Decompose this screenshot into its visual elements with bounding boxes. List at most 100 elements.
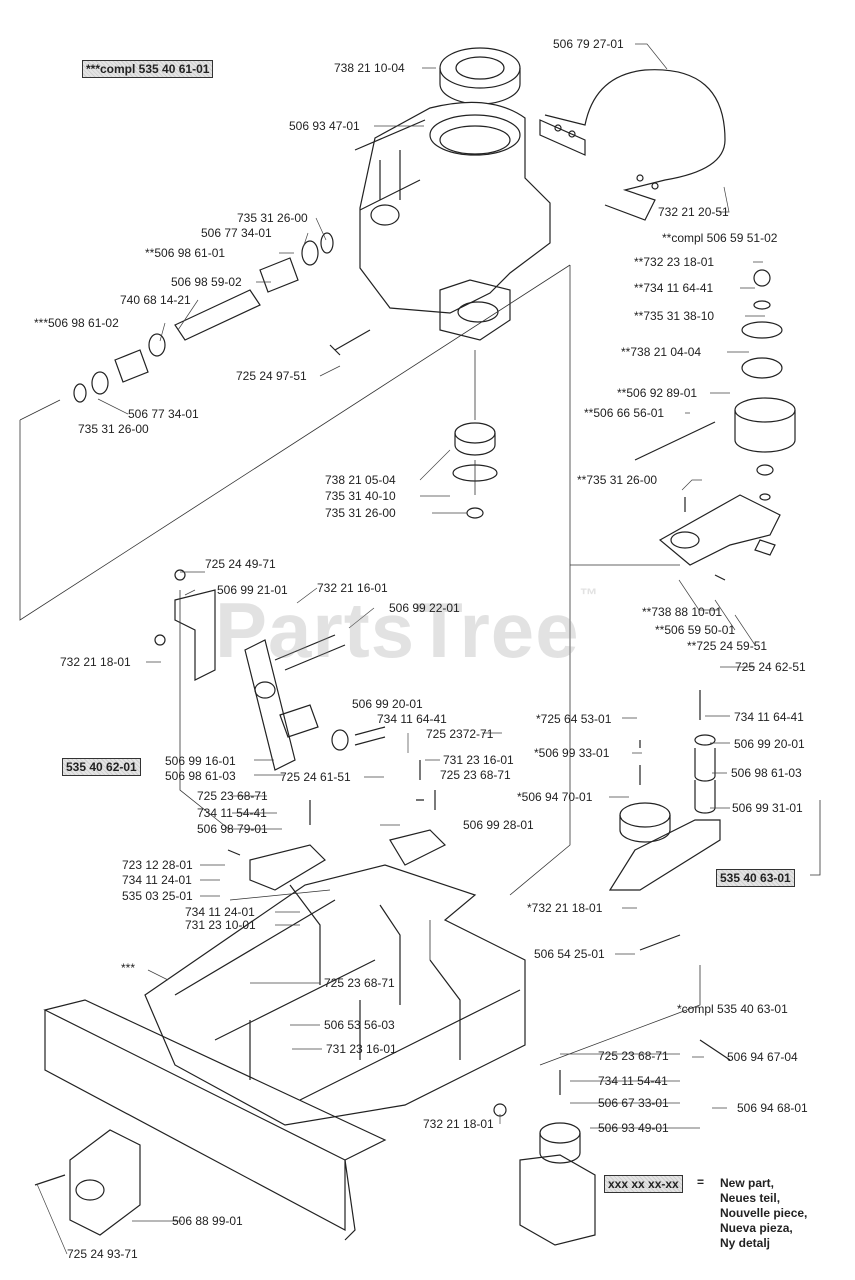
legend-equals: = xyxy=(697,1175,705,1189)
part-label: 506 67 33-01 xyxy=(598,1096,669,1110)
part-label: *506 99 33-01 xyxy=(534,746,610,760)
bumper-part xyxy=(43,999,387,1241)
part-label: 725 23 68-71 xyxy=(598,1049,669,1063)
part-label: 506 93 47-01 xyxy=(289,119,360,133)
part-label: 735 31 26-00 xyxy=(325,506,396,520)
bearing-lower-part xyxy=(452,422,498,519)
part-label: 506 94 67-04 xyxy=(727,1050,798,1064)
guide-lines xyxy=(19,264,821,1066)
bottom-bracket-part xyxy=(34,1129,141,1236)
part-label: **506 59 50-01 xyxy=(655,623,736,637)
part-label: *506 94 70-01 xyxy=(517,790,593,804)
tank-part xyxy=(493,1039,731,1246)
part-label: 725 24 62-51 xyxy=(735,660,806,674)
part-label: 723 12 28-01 xyxy=(122,858,193,872)
part-label: 506 79 27-01 xyxy=(553,37,624,51)
part-label: 506 77 34-01 xyxy=(128,407,199,421)
part-label: 725 24 97-51 xyxy=(236,369,307,383)
part-label: 506 98 59-02 xyxy=(171,275,242,289)
part-label: **738 21 04-04 xyxy=(621,345,702,359)
right-stack-part xyxy=(634,269,796,581)
part-label: 506 98 61-03 xyxy=(165,769,236,783)
part-label: **735 31 38-10 xyxy=(634,309,715,323)
part-label: 725 24 61-51 xyxy=(280,770,351,784)
legend-line-1: New part, xyxy=(720,1176,775,1190)
legend-line-2: Neues teil, xyxy=(720,1191,781,1205)
part-label: 506 99 21-01 xyxy=(217,583,288,597)
shaft-assembly-part xyxy=(73,232,334,403)
right-plate-part xyxy=(608,690,721,951)
part-label: 731 23 10-01 xyxy=(185,918,256,932)
part-label: 506 88 99-01 xyxy=(172,1214,243,1228)
part-label: 732 21 18-01 xyxy=(60,655,131,669)
part-label: 506 99 22-01 xyxy=(389,601,460,615)
part-label: 506 94 68-01 xyxy=(737,1101,808,1115)
part-label: 740 68 14-21 xyxy=(120,293,191,307)
part-label: 506 99 28-01 xyxy=(463,818,534,832)
part-label: 738 21 05-04 xyxy=(325,473,396,487)
part-label: 734 11 54-41 xyxy=(598,1074,668,1088)
compl-box-top-left: ***compl 535 40 61-01 xyxy=(82,60,214,78)
part-label: **738 88 10-01 xyxy=(642,605,723,619)
part-label: 506 99 31-01 xyxy=(732,801,803,815)
part-label: 734 11 54-41 xyxy=(197,806,267,820)
part-label: **506 98 61-01 xyxy=(145,246,226,260)
part-label: **506 92 89-01 xyxy=(617,386,698,400)
part-label: *** xyxy=(121,961,136,975)
part-label: **732 23 18-01 xyxy=(634,255,715,269)
part-label: 506 93 49-01 xyxy=(598,1121,669,1135)
part-label: *732 21 18-01 xyxy=(527,901,603,915)
part-label: 732 21 18-01 xyxy=(423,1117,494,1131)
legend-line-3: Nouvelle piece, xyxy=(720,1206,808,1220)
part-label: *compl 535 40 63-01 xyxy=(677,1002,788,1016)
part-label: 506 98 79-01 xyxy=(197,822,268,836)
part-label: **735 31 26-00 xyxy=(577,473,658,487)
part-label: 734 11 24-01 xyxy=(122,873,192,887)
part-label: 735 31 40-10 xyxy=(325,489,396,503)
part-label: 735 31 26-00 xyxy=(237,211,308,225)
legend-line-4: Nueva pieza, xyxy=(720,1221,793,1235)
compl-box-right: 535 40 63-01 xyxy=(716,869,795,887)
part-label: 506 99 20-01 xyxy=(734,737,805,751)
part-label: 735 31 26-00 xyxy=(78,422,149,436)
part-label: *725 64 53-01 xyxy=(536,712,612,726)
legend-code-box: xxx xx xx-xx xyxy=(604,1175,683,1193)
part-label: 725 23 68-71 xyxy=(324,976,395,990)
bracket-assembly-part xyxy=(154,569,386,771)
part-label: 725 2372-71 xyxy=(426,727,494,741)
part-label: 506 98 61-03 xyxy=(731,766,802,780)
leader-lines xyxy=(36,43,765,1255)
part-label: 506 99 16-01 xyxy=(165,754,236,768)
part-label: 738 21 10-04 xyxy=(334,61,405,75)
part-label: 725 24 93-71 xyxy=(67,1247,138,1261)
bearing-top-part xyxy=(439,47,521,105)
compl-box-mid-left: 535 40 62-01 xyxy=(62,758,141,776)
bolt-part xyxy=(329,329,371,356)
part-label: **506 66 56-01 xyxy=(584,406,665,420)
part-label: 725 23 68-71 xyxy=(440,768,511,782)
part-label: 732 21 16-01 xyxy=(317,581,388,595)
part-label: 734 11 64-41 xyxy=(377,712,447,726)
part-label: 734 11 64-41 xyxy=(734,710,804,724)
part-label: 731 23 16-01 xyxy=(443,753,514,767)
frame-part xyxy=(144,864,526,1126)
part-label: 506 77 34-01 xyxy=(201,226,272,240)
part-label: 535 03 25-01 xyxy=(122,889,193,903)
part-label: 734 11 24-01 xyxy=(185,905,255,919)
gearbox-housing-part xyxy=(354,101,551,341)
mid-brackets-part xyxy=(227,760,447,891)
part-label: 732 21 20-51 xyxy=(658,205,729,219)
part-label: **734 11 64-41 xyxy=(634,281,714,295)
part-label: 506 53 56-03 xyxy=(324,1018,395,1032)
part-label: ***506 98 61-02 xyxy=(34,316,119,330)
part-label: 731 23 16-01 xyxy=(326,1042,397,1056)
part-label: 725 24 49-71 xyxy=(205,557,276,571)
part-label: **725 24 59-51 xyxy=(687,639,768,653)
part-label: 506 54 25-01 xyxy=(534,947,605,961)
part-label: 506 99 20-01 xyxy=(352,697,423,711)
part-label: **compl 506 59 51-02 xyxy=(662,231,778,245)
watermark: PartsTree™ xyxy=(215,585,599,674)
part-label: 725 23 68-71 xyxy=(197,789,268,803)
